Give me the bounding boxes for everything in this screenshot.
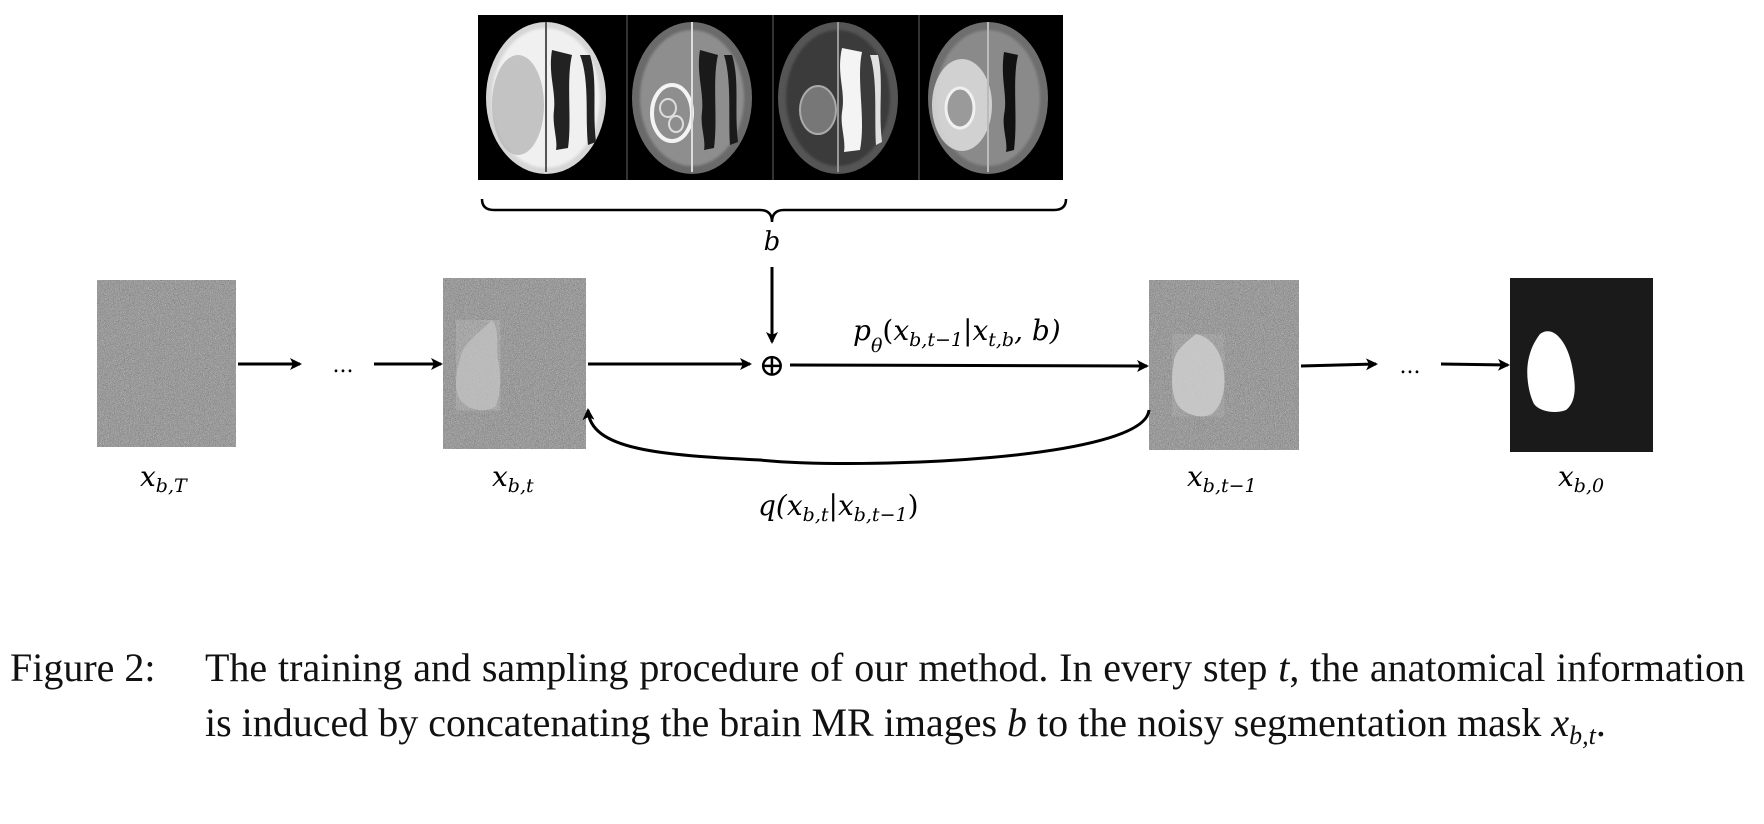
- arrows: [238, 358, 1510, 465]
- ellipsis-left: ...: [333, 353, 354, 378]
- image-x-t: [443, 278, 586, 449]
- label-x-T: xb,T: [140, 460, 188, 497]
- ellipsis-right: ...: [1400, 354, 1421, 379]
- image-x-0: [1510, 278, 1653, 452]
- label-forward-process: q(xb,t|xb,t−1): [758, 489, 919, 526]
- oplus-symbol: ⊕: [759, 346, 786, 384]
- label-x-t-minus-1: xb,t−1: [1187, 460, 1257, 497]
- image-x-t-minus-1: [1149, 280, 1299, 450]
- image-x-T: [97, 280, 236, 447]
- label-b: b: [764, 227, 781, 257]
- mri-panel-t1ce: [632, 22, 752, 174]
- mri-panel-t2: [778, 22, 898, 174]
- caption-text: The training and sampling procedure of o…: [205, 645, 1746, 750]
- label-x-t: xb,t: [492, 460, 534, 497]
- mri-panel-t1: [486, 22, 606, 174]
- brace: [480, 198, 1068, 223]
- label-reverse-process: pθ(xb,t−1|xt,b, b): [853, 314, 1061, 357]
- mri-panels: [478, 15, 1063, 180]
- mri-panel-flair: [928, 22, 1048, 174]
- caption-label: Figure 2:: [10, 645, 156, 690]
- label-x-0: xb,0: [1558, 460, 1604, 497]
